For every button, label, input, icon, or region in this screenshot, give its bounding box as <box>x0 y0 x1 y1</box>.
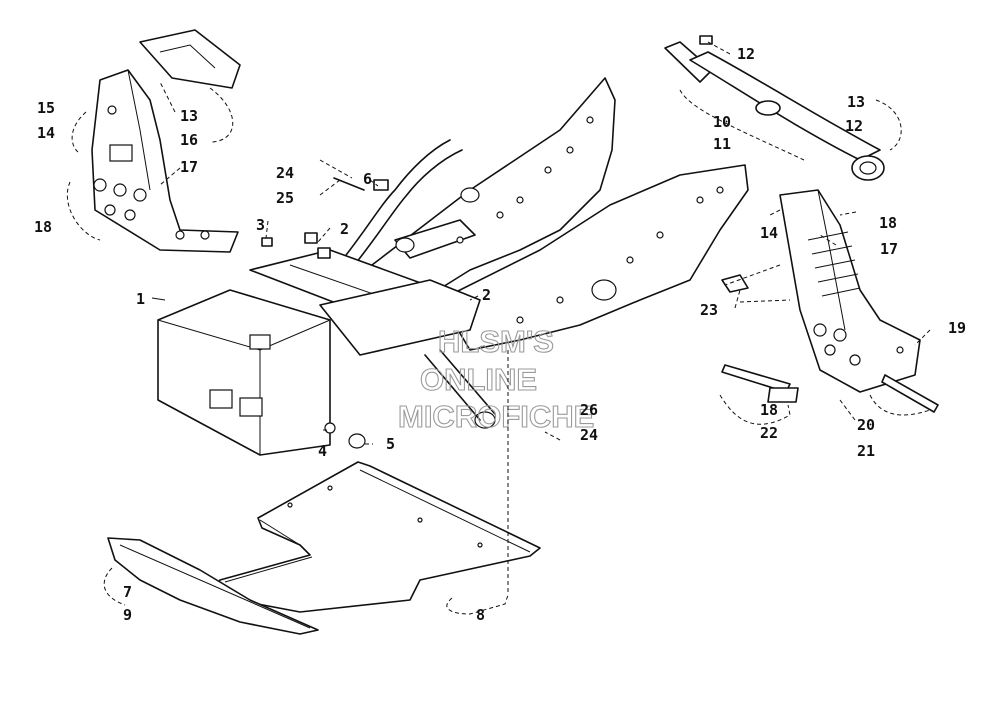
callout-19: 19 <box>948 319 966 337</box>
callout-16: 16 <box>180 131 198 149</box>
watermark-line-1: HLSM'S <box>438 324 554 359</box>
callout-7: 7 <box>123 583 132 601</box>
callout-25: 25 <box>276 189 294 207</box>
callout-10: 10 <box>713 113 731 131</box>
skid-plate <box>107 537 319 635</box>
callout-2: 2 <box>340 220 349 238</box>
callout-15: 15 <box>37 99 55 117</box>
watermark-line-2: ONLINE <box>420 362 537 397</box>
steering-post <box>664 35 885 181</box>
callout-18: 18 <box>879 214 897 232</box>
callout-20: 20 <box>857 416 875 434</box>
callouts: 1 2 2 3 4 5 6 7 8 9 10 11 12 12 13 13 14… <box>34 45 966 624</box>
callout-18: 18 <box>760 401 778 419</box>
callout-5: 5 <box>386 435 395 453</box>
callout-23: 23 <box>700 301 718 319</box>
callout-9: 9 <box>123 606 132 624</box>
callout-24: 24 <box>276 164 294 182</box>
callout-21: 21 <box>857 442 875 460</box>
watermark: HLSM'S ONLINE MICROFICHE <box>397 323 594 434</box>
callout-6: 6 <box>363 170 372 188</box>
main-frame <box>157 77 749 456</box>
callout-14: 14 <box>760 224 778 242</box>
callout-18: 18 <box>34 218 52 236</box>
callout-3: 3 <box>256 216 265 234</box>
callout-4: 4 <box>318 442 327 460</box>
left-steering-support <box>91 29 241 253</box>
callout-8: 8 <box>476 606 485 624</box>
watermark-line-3: MICROFICHE <box>398 399 594 434</box>
belly-pan <box>209 461 541 613</box>
right-steering-support <box>721 189 939 413</box>
callout-17: 17 <box>880 240 898 258</box>
callout-22: 22 <box>760 424 778 442</box>
leader-lines <box>66 41 931 615</box>
callout-1: 1 <box>136 290 145 308</box>
callout-12: 12 <box>845 117 863 135</box>
callout-24: 24 <box>580 426 598 444</box>
callout-14: 14 <box>37 124 55 142</box>
callout-13: 13 <box>847 93 865 111</box>
callout-26: 26 <box>580 401 598 419</box>
callout-12: 12 <box>737 45 755 63</box>
callout-17: 17 <box>180 158 198 176</box>
callout-11: 11 <box>713 135 731 153</box>
callout-2: 2 <box>482 286 491 304</box>
callout-13: 13 <box>180 107 198 125</box>
